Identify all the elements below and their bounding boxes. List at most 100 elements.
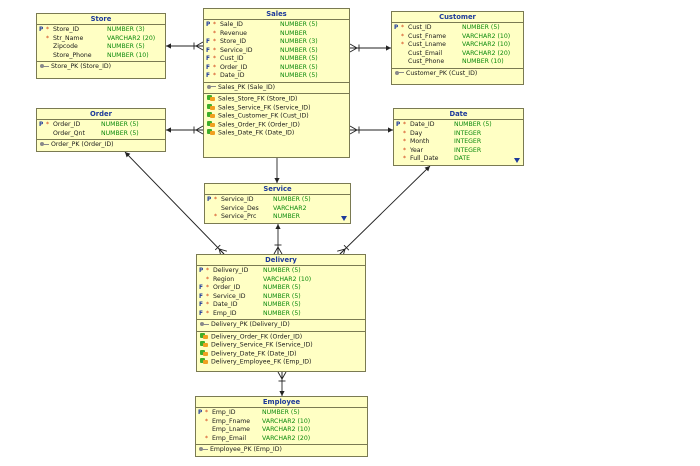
mandatory-marker: * [401, 41, 404, 48]
arrowhead [388, 127, 393, 133]
column-name: Emp_Fname [212, 417, 251, 425]
fk-row: Sales_Store_FK (Store_ID) [204, 95, 349, 104]
column-type: NUMBER (5) [273, 196, 311, 203]
column-key-flag: F [206, 39, 210, 45]
key-icon [40, 142, 49, 147]
column-name: Revenue [220, 29, 247, 37]
mandatory-marker: * [213, 72, 216, 79]
mandatory-marker: * [401, 32, 404, 40]
entity-title: Employee [196, 397, 367, 408]
entity-title: Sales [204, 9, 349, 20]
crows-foot [349, 43, 358, 49]
crows-foot [337, 248, 346, 252]
column-name: Cust_Fname [408, 32, 447, 40]
column-key-flag: F [206, 64, 210, 71]
column-name: Delivery_ID [213, 267, 249, 274]
scroll-down-icon[interactable] [341, 216, 347, 221]
pk-label: Customer_PK (Cust_ID) [406, 69, 478, 77]
crows-foot [273, 246, 279, 255]
column-type: NUMBER (5) [262, 409, 300, 416]
column-type: VARCHAR2 (10) [262, 426, 311, 433]
fk-label: Sales_Store_FK (Store_ID) [218, 95, 298, 103]
fk-row: Delivery_Employee_FK (Emp_ID) [197, 358, 365, 367]
mandatory-marker: * [213, 46, 216, 54]
mandatory-marker: * [401, 24, 404, 31]
column-name: Date_ID [213, 301, 238, 308]
mandatory-marker: * [214, 196, 217, 203]
mandatory-marker: * [214, 213, 217, 220]
mandatory-marker: * [403, 129, 406, 137]
column-name: Cust_Email [408, 49, 443, 57]
arrowhead [424, 166, 430, 172]
crows-foot [349, 47, 358, 53]
mandatory-marker: * [206, 309, 209, 317]
column-type: INTEGER [454, 129, 482, 137]
column-type: INTEGER [454, 138, 482, 145]
fk-section: Delivery_Order_FK (Order_ID)Delivery_Ser… [197, 330, 365, 368]
fk-label: Delivery_Employee_FK (Emp_ID) [211, 358, 312, 366]
crows-foot [195, 129, 204, 135]
scroll-down-icon[interactable] [514, 158, 520, 163]
column-type: NUMBER (10) [107, 51, 149, 59]
entity-title: Service [205, 184, 350, 195]
mandatory-marker: * [205, 434, 208, 442]
column-name: Emp_Lname [212, 426, 250, 433]
column-name: Day [410, 129, 423, 137]
column-name: Order_ID [220, 63, 248, 71]
column-type: NUMBER [280, 29, 307, 37]
mandatory-marker: * [403, 146, 406, 154]
mandatory-marker: * [213, 29, 216, 37]
column-type: DATE [454, 155, 471, 162]
fk-section: Sales_Store_FK (Store_ID)Sales_Service_F… [204, 93, 349, 139]
mandatory-marker: * [206, 284, 209, 291]
fk-row: Sales_Service_FK (Service_ID) [204, 103, 349, 113]
mandatory-marker: * [205, 409, 208, 416]
column-name: Sale_ID [220, 21, 243, 28]
column-type: NUMBER (5) [280, 46, 318, 54]
entity-title: Date [394, 109, 523, 120]
fk-row: Sales_Date_FK (Date_ID) [204, 129, 349, 138]
pk-section: Employee_PK (Emp_ID) [196, 444, 367, 456]
fk-label: Delivery_Date_FK (Date_ID) [211, 350, 297, 357]
column-key-flag: F [199, 293, 203, 300]
column-type: NUMBER (5) [101, 121, 139, 128]
column-key-flag: P [199, 268, 204, 274]
column-name: Store_Phone [53, 51, 92, 59]
column-type: NUMBER (5) [454, 121, 492, 128]
crows-foot [277, 246, 283, 255]
fk-label: Delivery_Order_FK (Order_ID) [211, 333, 303, 340]
mandatory-marker: * [213, 38, 216, 45]
column-name: Month [410, 138, 430, 145]
column-name: Date_ID [220, 72, 245, 79]
column-type: NUMBER (5) [462, 24, 500, 31]
